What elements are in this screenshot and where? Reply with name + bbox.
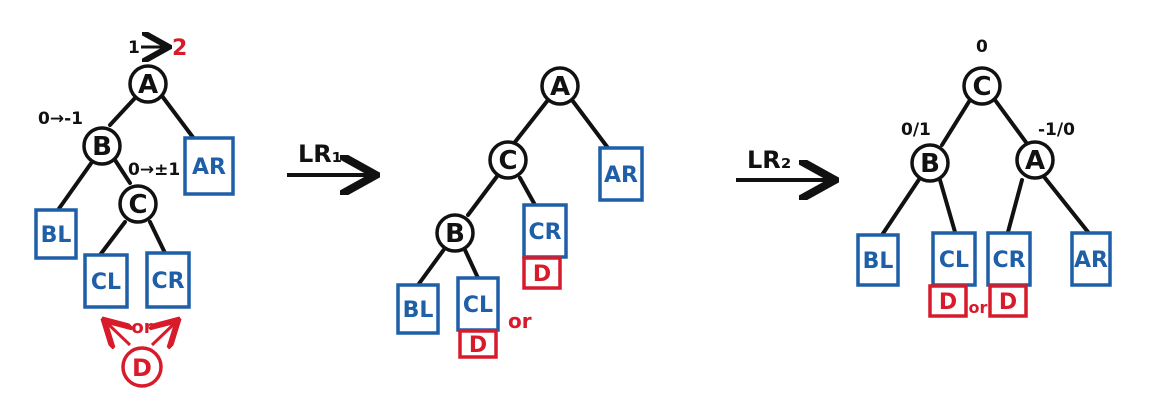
svg-text:BL: BL — [403, 298, 434, 323]
node-b: B — [82, 126, 122, 166]
node-b: B — [435, 213, 475, 253]
d-to-cl-arrow — [106, 322, 130, 345]
or-label: or — [508, 309, 532, 333]
subtree-cr: CR — [522, 203, 568, 259]
root-balance: 0 — [976, 37, 988, 57]
subtree-ar: AR — [1070, 231, 1112, 287]
d-right: D — [988, 284, 1028, 318]
node-b: B — [910, 143, 950, 183]
or-label: or — [969, 298, 988, 317]
subtree-cr: CR — [986, 231, 1032, 287]
subtree-cr: CR — [145, 251, 191, 309]
svg-text:CR: CR — [151, 269, 184, 294]
subtree-ar: AR — [183, 136, 235, 196]
d-under-cl: D — [458, 329, 498, 359]
panel-after-lr2: 0 0/1 -1/0 C B A BL CL CR AR — [856, 37, 1112, 318]
node-c: C — [118, 184, 158, 224]
svg-text:CL: CL — [91, 270, 121, 295]
svg-text:C: C — [972, 72, 991, 102]
node-a: A — [1015, 140, 1055, 180]
svg-text:B: B — [92, 132, 112, 162]
panel-before-rotation: 1 2 0→-1 0→±1 A B C AR BL — [34, 36, 235, 388]
svg-text:D: D — [469, 333, 487, 358]
svg-text:D: D — [999, 290, 1017, 315]
svg-text:A: A — [1025, 146, 1045, 176]
svg-text:CR: CR — [992, 248, 1025, 273]
svg-text:D: D — [132, 354, 152, 382]
subtree-cl: CL — [83, 253, 129, 309]
svg-text:A: A — [550, 72, 570, 102]
root-balance-new: 2 — [172, 36, 187, 61]
subtree-ar: AR — [598, 146, 644, 202]
svg-text:CL: CL — [463, 293, 493, 318]
node-a: A — [128, 64, 168, 104]
or-label: or — [131, 317, 152, 338]
panel3-edges — [880, 98, 1090, 237]
d-left: D — [928, 284, 968, 318]
a-balance-note: -1/0 — [1038, 120, 1075, 140]
svg-text:AR: AR — [192, 155, 226, 180]
lr1-label: LR₁ — [298, 140, 342, 168]
svg-text:B: B — [920, 149, 940, 179]
node-a: A — [540, 66, 580, 106]
panel1-edges — [56, 94, 197, 257]
subtree-cl: CL — [456, 276, 500, 332]
subtree-bl: BL — [856, 233, 900, 287]
svg-text:BL: BL — [41, 223, 72, 248]
b-balance-note: 0/1 — [901, 120, 931, 140]
svg-text:D: D — [939, 290, 957, 315]
arrow-lr2: LR₂ — [736, 146, 831, 180]
svg-text:C: C — [498, 146, 517, 176]
svg-text:B: B — [445, 219, 465, 249]
svg-text:D: D — [533, 262, 551, 287]
svg-text:C: C — [128, 190, 147, 220]
svg-text:AR: AR — [604, 163, 638, 188]
c-balance-note: 0→±1 — [128, 160, 180, 180]
root-balance-old: 1 — [128, 38, 140, 58]
subtree-bl: BL — [34, 208, 78, 260]
subtree-bl: BL — [396, 283, 440, 335]
svg-text:BL: BL — [863, 249, 894, 274]
node-c: C — [488, 140, 528, 180]
svg-text:AR: AR — [1074, 248, 1108, 273]
node-d: D — [121, 346, 163, 388]
svg-text:CL: CL — [939, 248, 969, 273]
b-balance-note: 0→-1 — [38, 109, 83, 129]
node-c: C — [962, 66, 1002, 106]
d-under-cr: D — [522, 256, 562, 290]
arrow-lr1: LR₁ — [287, 140, 372, 175]
panel-after-lr1: A C B AR CR D BL CL — [396, 66, 644, 359]
lr2-label: LR₂ — [747, 146, 791, 174]
svg-text:CR: CR — [528, 220, 561, 245]
d-to-cr-arrow — [152, 322, 176, 345]
panel2-edges — [416, 98, 610, 287]
svg-text:A: A — [138, 70, 158, 100]
subtree-cl: CL — [931, 231, 977, 287]
